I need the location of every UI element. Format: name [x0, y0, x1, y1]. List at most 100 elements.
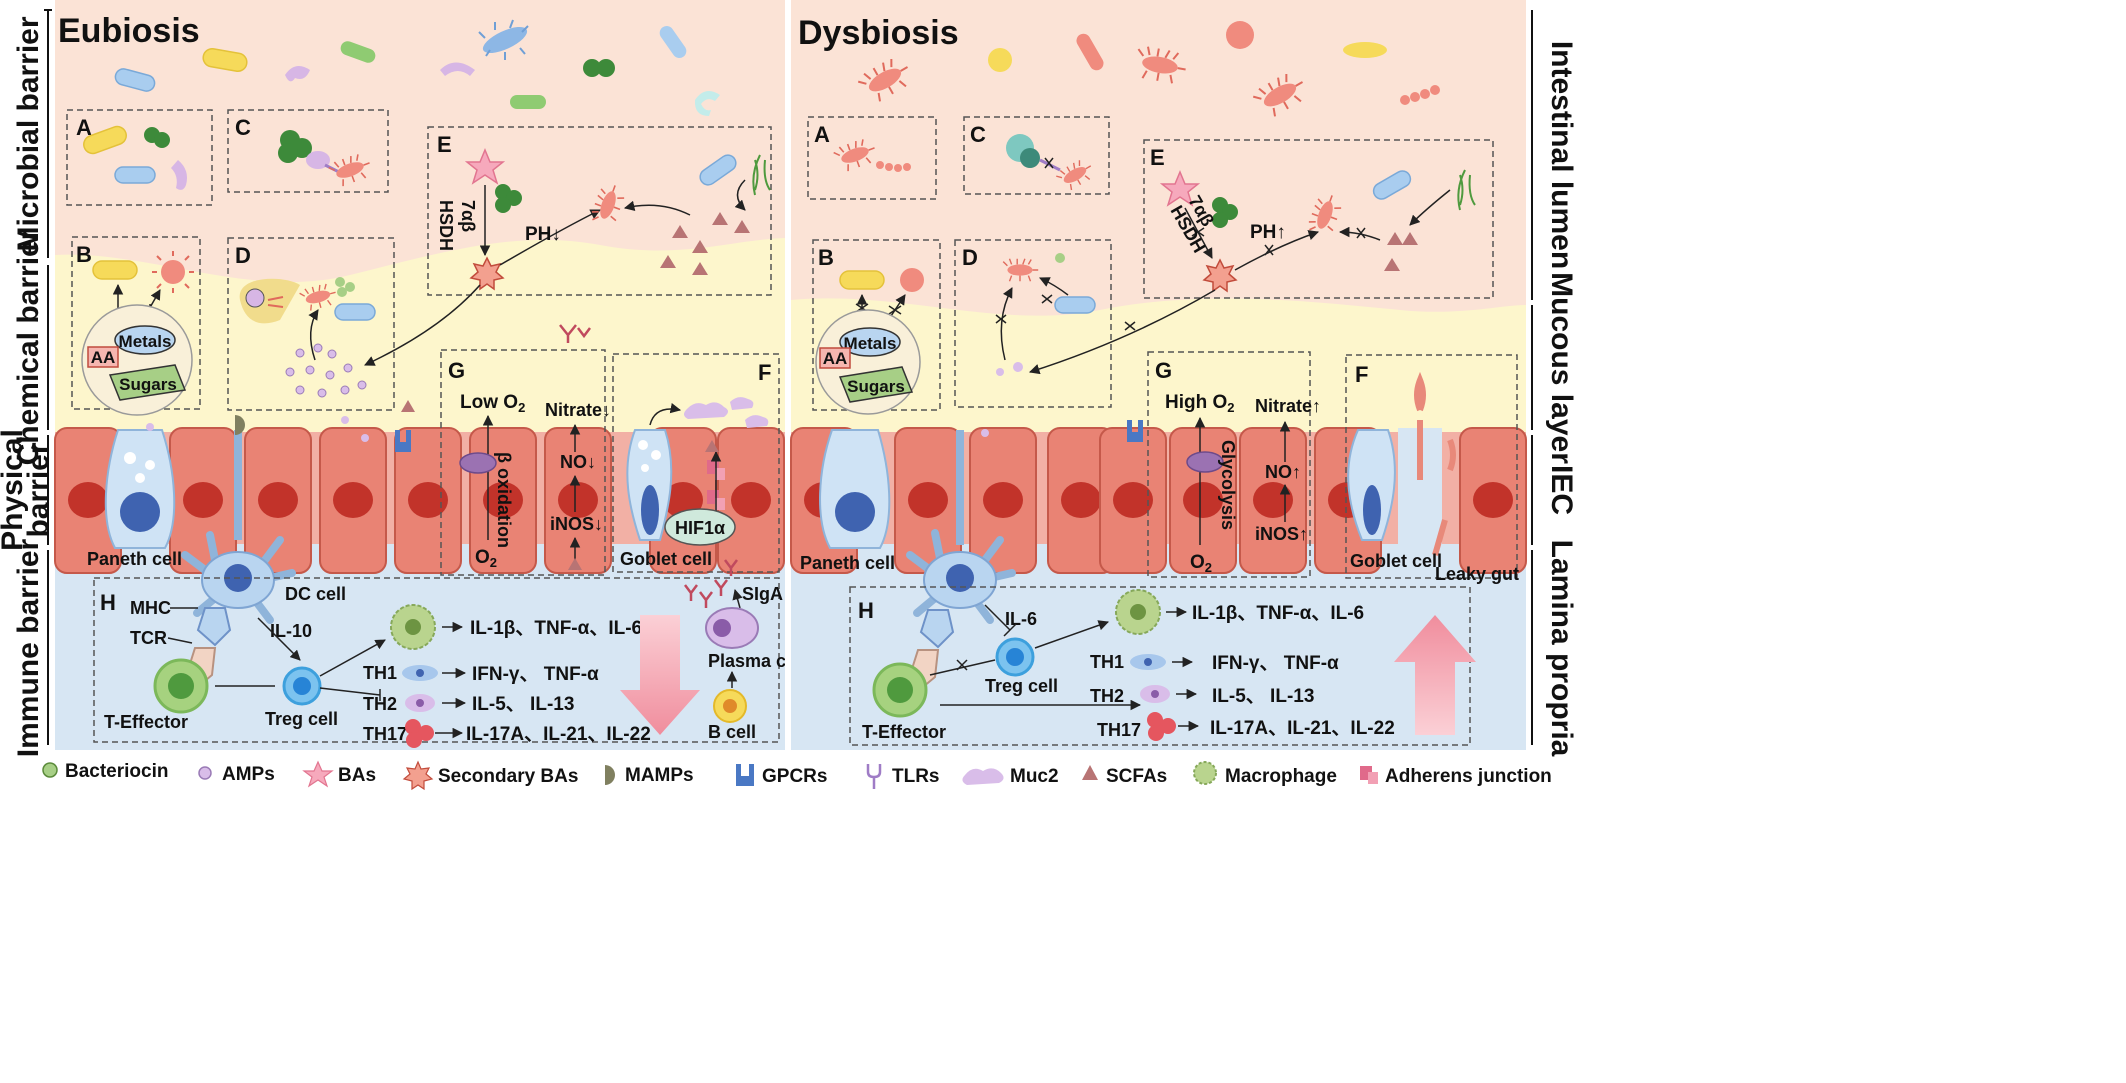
left-th17-cytokines: IL-17A、IL-21、IL-22 — [466, 724, 651, 745]
right-sugars-text: Sugars — [847, 377, 905, 396]
right-metals-text: Metals — [844, 334, 897, 353]
left-th2-cytokines: IL-5、 IL-13 — [472, 694, 574, 715]
left-e-enzyme-2: HSDH — [436, 200, 456, 251]
right-g-inos: iNOS↑ — [1255, 524, 1308, 544]
side-iec: IEC — [1545, 465, 1578, 515]
side-physical-1: Physical — [0, 429, 29, 551]
legend-mamps: MAMPs — [625, 765, 694, 786]
left-e-enzyme-1: 7αβ — [458, 200, 478, 232]
right-g-o2: O2 — [1190, 552, 1212, 575]
tlr-icon — [866, 764, 882, 789]
left-box-a — [66, 109, 213, 206]
left-e-ph: PH↓ — [525, 224, 561, 245]
legend-scfas: SCFAs — [1106, 766, 1167, 787]
right-box-e-label: E — [1150, 145, 1165, 170]
left-aa-text: AA — [91, 348, 116, 367]
left-tcr-label: TCR — [130, 628, 167, 648]
right-g-no: NO↑ — [1265, 462, 1301, 482]
right-g-glycolysis: Glycolysis — [1218, 440, 1238, 530]
right-aa-text: AA — [823, 349, 848, 368]
legend-gpcrs: GPCRs — [762, 766, 827, 787]
macrophage-icon — [1193, 761, 1217, 785]
right-box-f — [1345, 354, 1518, 579]
left-dc-cell — [181, 430, 296, 624]
left-box-e-label: E — [437, 132, 452, 157]
right-th2-label: TH2 — [1090, 686, 1124, 706]
left-f-hif: HIF1α — [675, 518, 725, 538]
legend-secondary-bas: Secondary BAs — [438, 766, 578, 787]
left-siga-label: SIgA — [742, 584, 783, 604]
side-immune-barrier: Immune barrier — [12, 538, 45, 757]
right-goblet-cell — [1347, 429, 1396, 541]
side-lamina-propria: Lamina propria — [1545, 540, 1578, 757]
right-paneth-cell — [819, 429, 891, 549]
right-panel-dysbiosis: A B Metals AA Sugars C D — [790, 0, 1527, 750]
left-title: Eubiosis — [58, 12, 200, 50]
right-box-g — [1147, 351, 1311, 578]
left-bcell-label: B cell — [708, 722, 756, 742]
left-box-e — [427, 126, 772, 296]
left-teff-label: T-Effector — [104, 712, 188, 732]
left-box-g — [440, 349, 606, 576]
right-paneth-label: Paneth cell — [800, 553, 895, 573]
right-lumen-microbes — [855, 21, 1440, 122]
bacteriocin-icon — [42, 762, 58, 778]
left-th2-label: TH2 — [363, 694, 397, 714]
legend-muc2: Muc2 — [1010, 766, 1059, 787]
left-mucus-layer — [55, 238, 785, 440]
left-g-beta-oxidation: β oxidation — [494, 452, 514, 548]
amp-icon — [198, 766, 212, 780]
right-up-arrow — [1394, 615, 1476, 735]
secondary-ba-icon — [402, 760, 434, 791]
left-paneth-label: Paneth cell — [87, 549, 182, 569]
left-treg-label: Treg cell — [265, 709, 338, 729]
right-box-d — [954, 239, 1112, 408]
right-dc-cell — [906, 430, 1016, 689]
left-g-low-o2: Low O2 — [460, 392, 525, 415]
ba-star-icon — [302, 760, 334, 788]
right-box-b-label: B — [818, 245, 834, 270]
left-box-f-label: F — [758, 360, 771, 385]
left-secondary-ba — [469, 256, 505, 291]
legend-adherens-junction: Adherens junction — [1385, 766, 1552, 787]
right-box-h — [849, 586, 1471, 746]
left-lumen-microbes — [112, 19, 720, 116]
legend-tlrs: TLRs — [892, 766, 940, 787]
left-side-labels: Microbial barrier Chemical barrier Physi… — [0, 9, 55, 757]
left-box-h-label: H — [100, 590, 116, 615]
right-box-c — [963, 116, 1110, 195]
side-intestinal-lumen: Intestinal lumen — [1545, 41, 1578, 269]
left-panel-eubiosis: A B Metals AA Sugars C D — [54, 0, 806, 750]
left-metals-text: Metals — [119, 332, 172, 351]
right-box-a-label: A — [814, 122, 830, 147]
gpcr-icon — [736, 764, 754, 786]
left-th1-label: TH1 — [363, 663, 397, 683]
right-th1-label: TH1 — [1090, 652, 1124, 672]
left-th17-label: TH17 — [363, 724, 407, 744]
right-box-c-label: C — [970, 122, 986, 147]
left-ba-star — [464, 148, 506, 185]
left-goblet-cell — [626, 429, 673, 541]
left-sugars-text: Sugars — [119, 375, 177, 394]
scfa-icon — [1082, 765, 1098, 780]
left-g-nitrate: Nitrate↓ — [545, 400, 611, 420]
muc2-icon — [962, 768, 1004, 785]
mamp-icon — [605, 765, 615, 785]
left-mhc-label: MHC — [130, 598, 171, 618]
right-title: Dysbiosis — [798, 14, 959, 52]
left-th1-cytokines: IFN-γ、 TNF-α — [472, 664, 599, 685]
left-box-f — [612, 353, 780, 573]
left-box-a-label: A — [76, 115, 92, 140]
left-box-b-label: B — [76, 242, 92, 267]
side-microbial-barrier: Microbial barrier — [12, 16, 45, 251]
right-box-e — [1143, 139, 1494, 299]
left-g-no: NO↓ — [560, 452, 596, 472]
right-side-labels: Intestinal lumen Mucous layer IEC Lamina… — [1531, 10, 1578, 757]
left-plasma-cell — [705, 607, 759, 649]
left-box-c — [227, 109, 389, 193]
right-mac-cytokines: IL-1β、TNF-α、IL-6 — [1192, 603, 1364, 624]
right-goblet-label: Goblet cell — [1350, 551, 1442, 571]
legend: Bacteriocin AMPs BAs Secondary BAs MAMPs… — [42, 760, 1552, 791]
left-il10-label: IL-10 — [270, 621, 312, 641]
